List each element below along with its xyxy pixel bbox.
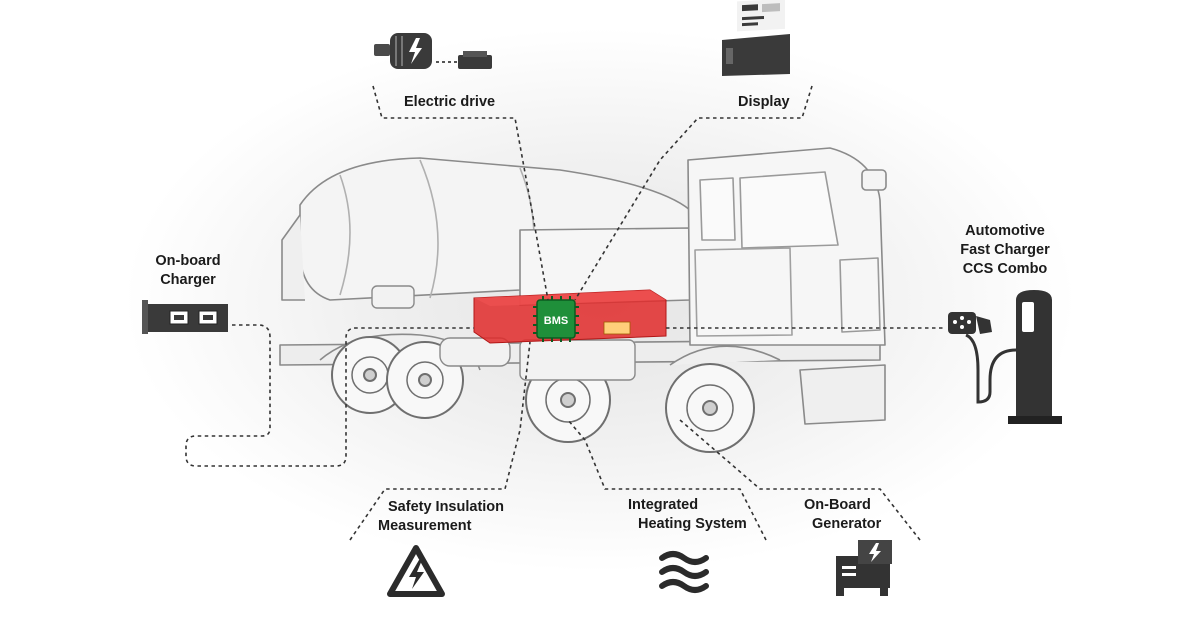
truck-side-details	[371, 285, 636, 381]
battery-connector	[603, 321, 631, 335]
generator-icon	[836, 540, 892, 596]
electric-motor-icon	[374, 33, 492, 69]
cab-door	[694, 247, 793, 337]
bms-chip-icon: BMS	[533, 296, 579, 342]
label-fast-charger-line-3: CCS Combo	[962, 261, 1048, 277]
label-fast-charger: Automotive Fast Charger CCS Combo	[950, 222, 1060, 279]
fuel-tank	[519, 339, 636, 381]
label-fast-charger-line-1: Automotive	[965, 223, 1045, 239]
label-onboard-charger: On-board Charger	[152, 252, 224, 290]
label-onboard-generator-line-2: Generator	[812, 516, 882, 532]
air-tank	[439, 337, 511, 367]
label-safety-insulation-line-2: Measurement	[378, 518, 472, 534]
label-heating-line-2: Heating System	[638, 516, 747, 532]
label-onboard-charger-line-1: On-board	[155, 253, 221, 269]
connector-electric-drive	[372, 85, 549, 301]
label-safety-insulation-line-1: Safety Insulation	[388, 499, 505, 515]
label-heating: Integrated Heating System	[628, 496, 747, 534]
label-fast-charger-line-2: Fast Charger	[960, 242, 1050, 258]
display-icon	[722, 0, 790, 76]
connector-onboard-charger	[185, 324, 474, 467]
label-heating-line-1: Integrated	[628, 497, 699, 513]
label-display: Display	[738, 93, 790, 112]
cab-windshield	[739, 171, 839, 249]
label-onboard-generator: On-Board Generator	[804, 496, 881, 534]
label-electric-drive-text: Electric drive	[404, 94, 496, 110]
label-onboard-generator-line-1: On-Board	[804, 497, 871, 513]
connector-display	[574, 85, 813, 301]
bms-label: BMS	[544, 315, 568, 327]
cab-bumper	[799, 364, 886, 425]
ev-charging-station-icon	[948, 290, 1062, 424]
onboard-charger-icon	[142, 300, 228, 334]
mixer-chute	[281, 214, 305, 301]
connector-lines	[185, 85, 946, 541]
label-display-text: Display	[738, 94, 790, 110]
cab-grille	[839, 257, 881, 333]
cab-mirror	[861, 169, 887, 191]
label-electric-drive: Electric drive	[404, 93, 495, 112]
label-onboard-charger-line-2: Charger	[160, 272, 216, 288]
wheel-front	[665, 363, 755, 453]
heating-waves-icon	[659, 551, 709, 593]
connector-heating	[567, 419, 767, 541]
front-fender	[669, 345, 781, 366]
tool-box	[371, 285, 415, 309]
label-safety-insulation: Safety Insulation Measurement	[378, 498, 504, 536]
cab-side-window	[699, 177, 736, 241]
electrical-hazard-warning-icon	[387, 545, 445, 597]
